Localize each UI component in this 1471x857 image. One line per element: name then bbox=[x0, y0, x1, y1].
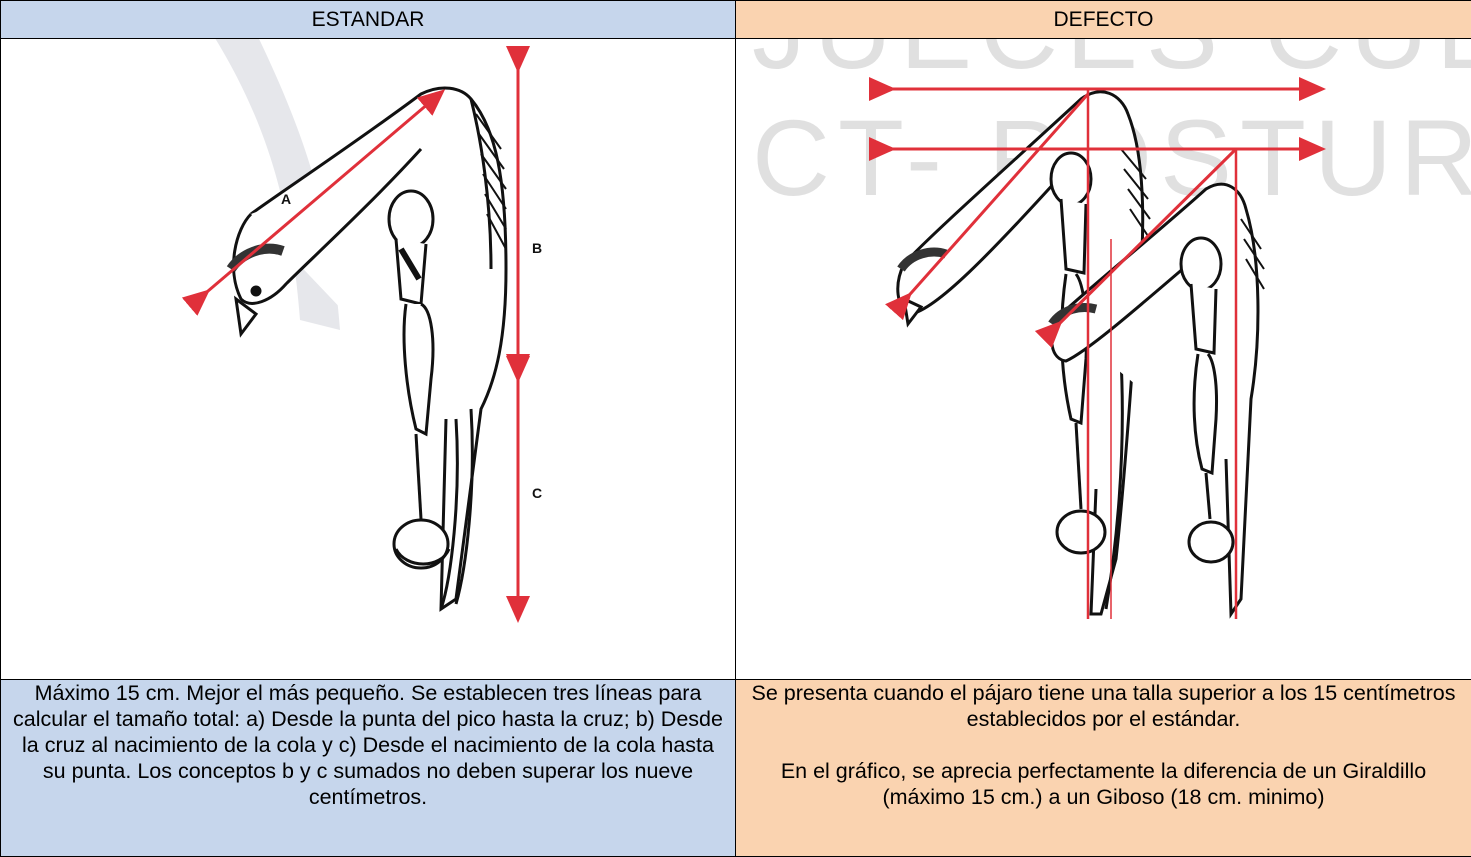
paragraph-gap bbox=[736, 732, 1471, 758]
label-a: A bbox=[281, 191, 291, 207]
bird-drawing bbox=[231, 88, 506, 609]
label-c: C bbox=[532, 485, 542, 501]
standard-description: Máximo 15 cm. Mejor el más pequeño. Se e… bbox=[1, 680, 736, 857]
defect-description-p2: En el gráfico, se aprecia perfectamente … bbox=[736, 758, 1471, 810]
defect-description-p1: Se presenta cuando el pájaro tiene una t… bbox=[736, 680, 1471, 732]
header-estandar: ESTANDAR bbox=[1, 1, 736, 39]
standard-bird-figure: A B C bbox=[1, 39, 736, 679]
defect-figure-cell bbox=[736, 39, 1471, 680]
defect-bird-figure bbox=[736, 39, 1471, 679]
standard-description-text: Máximo 15 cm. Mejor el más pequeño. Se e… bbox=[1, 680, 735, 810]
header-defecto: DEFECTO bbox=[736, 1, 1471, 39]
standard-figure-cell: A B C bbox=[1, 39, 736, 680]
label-b: B bbox=[532, 240, 542, 256]
defect-description: Se presenta cuando el pájaro tiene una t… bbox=[736, 680, 1471, 857]
